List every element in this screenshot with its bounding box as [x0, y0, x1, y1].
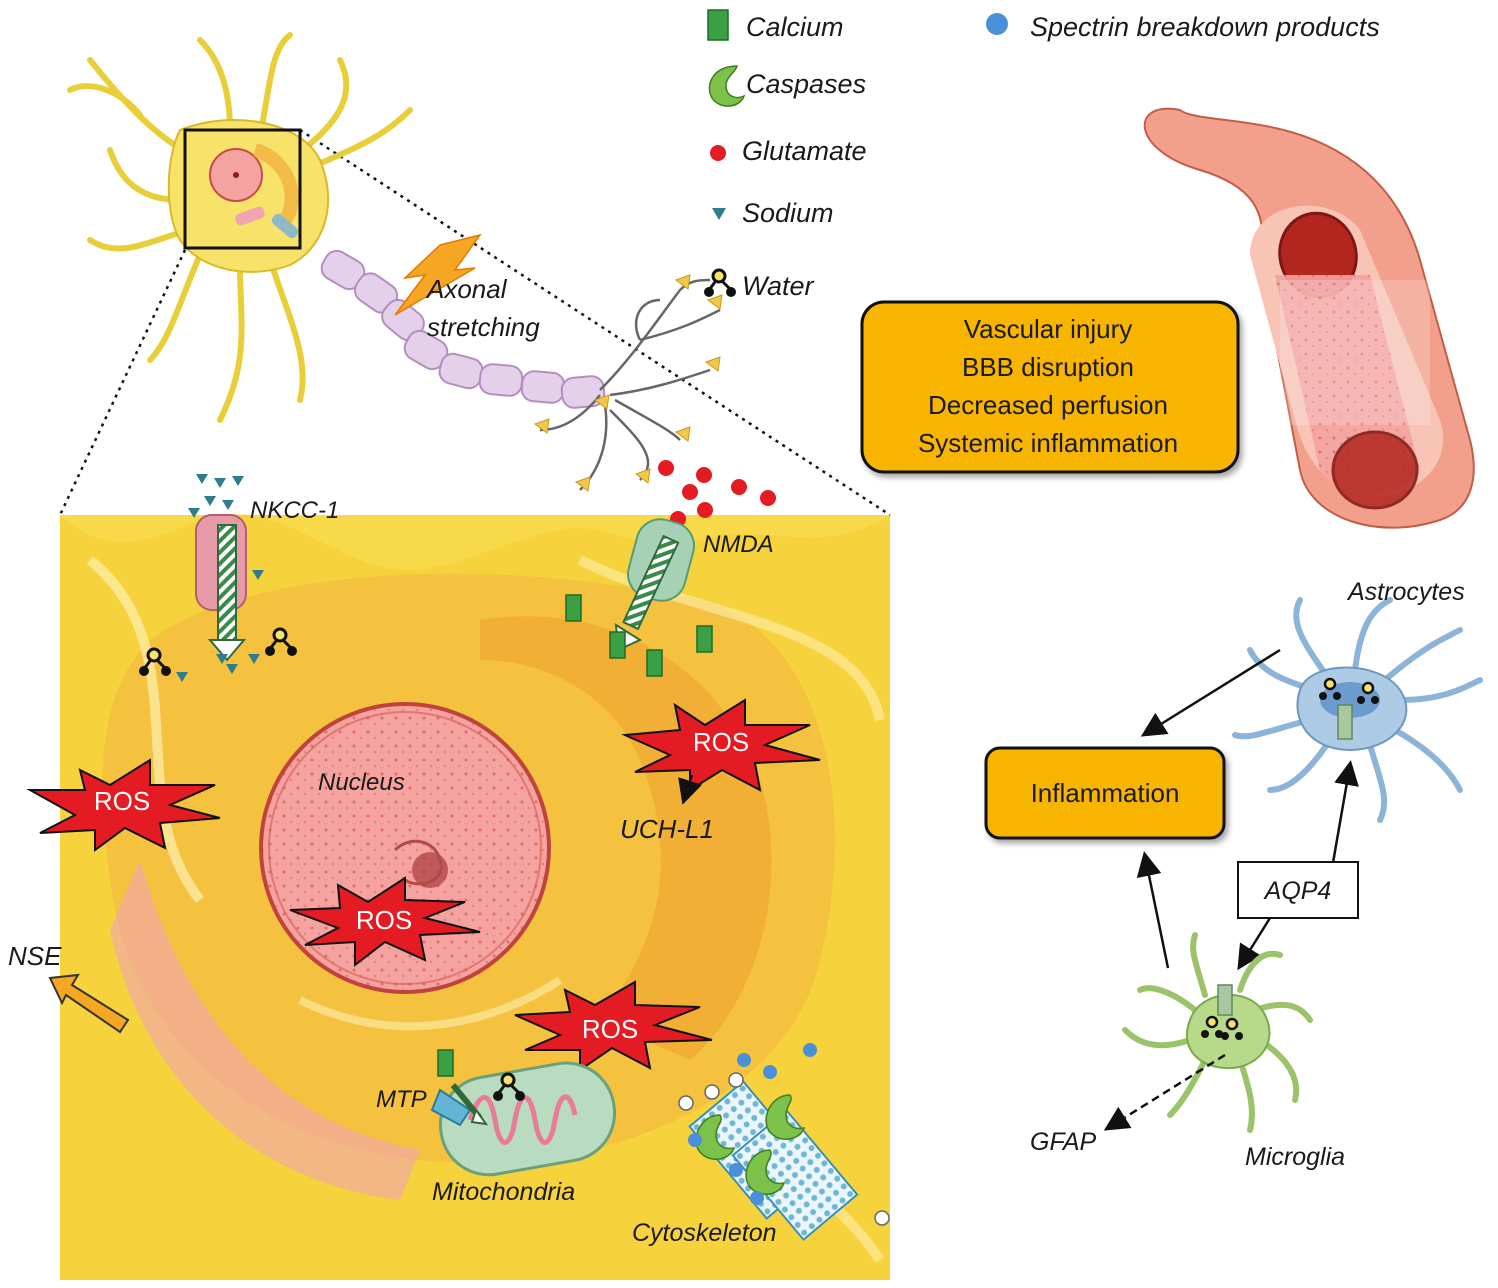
uchl1-label: UCH-L1 [620, 814, 714, 844]
calcium-icon [707, 9, 729, 41]
inflammation-label: Inflammation [1031, 778, 1180, 808]
gfap-label: GFAP [1030, 1128, 1097, 1156]
legend-calcium: Calcium [746, 12, 844, 42]
vascular-line-1: Vascular injury [964, 314, 1133, 344]
ros-burst-mito: ROS [514, 980, 713, 1072]
mitochondria [430, 1061, 617, 1177]
water-molecule-2 [265, 627, 297, 656]
arrow-aqp4-to-microglia [1237, 917, 1272, 971]
vascular-line-4: Systemic inflammation [918, 428, 1178, 458]
calcium-ions [437, 594, 713, 1152]
ros-burst-nucleus: ROS [289, 876, 481, 968]
nmda-label: NMDA [703, 531, 774, 558]
caspase-icon [708, 65, 746, 107]
glutamate-icon [710, 145, 726, 161]
astrocyte [1232, 597, 1483, 823]
nkcc1-label: NKCC-1 [250, 497, 339, 524]
mtp-label: MTP [376, 1086, 427, 1113]
ros-burst-left: ROS [26, 758, 221, 852]
zoom-line-left [58, 249, 187, 516]
ros-burst-top-right: ROS [621, 698, 821, 792]
ros-label-1: ROS [693, 727, 749, 757]
water-icon [704, 268, 736, 297]
nucleus-label: Nucleus [318, 769, 405, 796]
uchl1-arrow [678, 774, 703, 805]
vascular-box: Vascular injury BBB disruption Decreased… [860, 300, 1240, 474]
ros-label-4: ROS [582, 1014, 638, 1044]
microglia-label: Microglia [1245, 1143, 1345, 1171]
mitochondria-label: Mitochondria [432, 1178, 575, 1206]
ros-label-3: ROS [356, 905, 412, 935]
aqp4-label: AQP4 [1263, 877, 1332, 905]
axonal-label-2: stretching [427, 312, 540, 342]
vascular-line-2: BBB disruption [962, 352, 1134, 382]
water-molecule-1 [139, 647, 171, 676]
lightning-icon [394, 233, 482, 316]
astrocytes-label: Astrocytes [1346, 578, 1465, 606]
zoom-line-right [299, 128, 891, 517]
arrow-astro-to-inflammation [1140, 648, 1281, 737]
blood-vessel [1143, 107, 1475, 529]
inflammation-box: Inflammation [984, 746, 1226, 840]
microglia [1122, 932, 1313, 1133]
legend-caspases: Caspases [746, 69, 866, 99]
glutamate-dots [658, 460, 776, 527]
gfap-arrow [1103, 1053, 1226, 1131]
cytoskeleton-label: Cytoskeleton [632, 1219, 777, 1247]
arrow-aqp4-to-astro [1328, 760, 1359, 881]
nkcc1-transporter [176, 474, 264, 682]
aqp4-box: AQP4 [1237, 861, 1359, 919]
zoom-box [183, 128, 302, 250]
neuron [67, 32, 723, 492]
legend-spectrin: Spectrin breakdown products [1030, 12, 1380, 42]
legend-water: Water [742, 271, 815, 301]
nse-arrow [48, 973, 130, 1034]
axonal-label-1: Axonal [425, 274, 508, 304]
arrow-microglia-to-inflammation [1136, 851, 1170, 969]
legend-glutamate: Glutamate [742, 136, 867, 166]
legend: Calcium Caspases Glutamate Sodium Water … [704, 9, 1380, 301]
sodium-icon [712, 208, 726, 220]
vascular-line-3: Decreased perfusion [928, 390, 1168, 420]
ros-label-2: ROS [94, 786, 150, 816]
legend-sodium: Sodium [742, 198, 834, 228]
spectrin-icon [986, 13, 1008, 35]
nse-label: NSE [8, 941, 62, 971]
cytoskeleton [678, 1043, 890, 1242]
